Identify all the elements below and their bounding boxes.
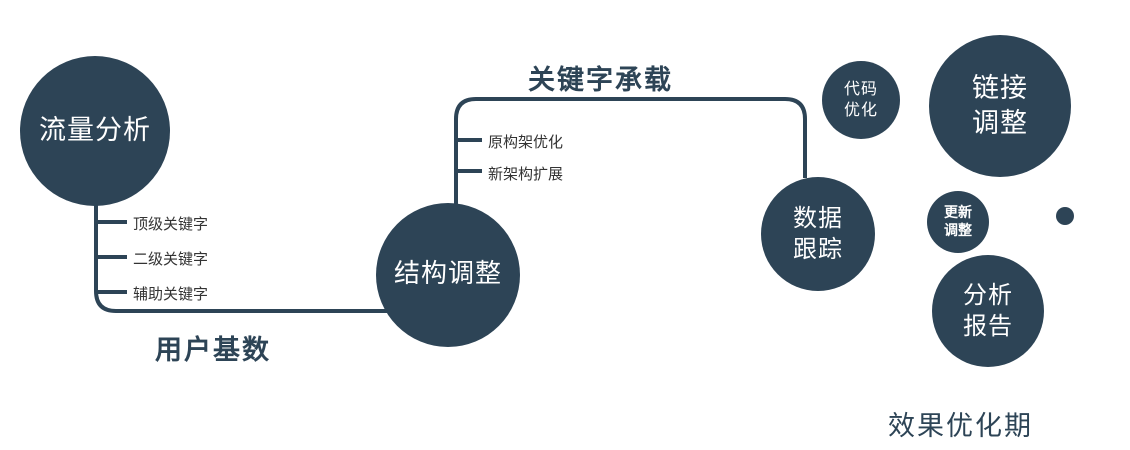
- branch-label-auxiliary-keywords: 辅助关键字: [133, 285, 209, 303]
- node-code-optimization: 代码 优化: [822, 61, 900, 139]
- node-link-adjustment: 链接 调整: [929, 35, 1071, 177]
- edge-label-user-base: 用户基数: [155, 335, 271, 366]
- node-analysis-report-line1: 分析: [963, 280, 1013, 309]
- node-update-adjustment-line1: 更新: [944, 204, 972, 221]
- small-dot-marker: [1056, 207, 1074, 225]
- node-update-adjustment-line2: 调整: [944, 223, 972, 239]
- node-analysis-report: 分析 报告: [932, 255, 1044, 367]
- node-update-adjustment: 更新 调整: [927, 191, 989, 253]
- node-data-tracking-line1: 数据: [793, 203, 843, 232]
- node-data-tracking-line2: 跟踪: [793, 235, 843, 263]
- node-structure-adjustment: 结构调整: [376, 203, 520, 347]
- node-analysis-report-line2: 报告: [963, 312, 1013, 340]
- footer-label-effect-optimization: 效果优化期: [888, 411, 1033, 442]
- branch-label-second-keywords: 二级关键字: [133, 250, 209, 268]
- edge-label-keyword-bearing: 关键字承载: [528, 65, 673, 96]
- node-link-adjustment-line2: 调整: [972, 108, 1028, 139]
- node-traffic-analysis: 流量分析: [20, 56, 170, 206]
- node-data-tracking: 数据 跟踪: [761, 177, 875, 291]
- branch-label-original-framework: 原构架优化: [488, 133, 564, 151]
- node-code-optimization-line2: 优化: [843, 100, 878, 119]
- node-link-adjustment-line1: 链接: [972, 72, 1028, 104]
- node-code-optimization-line1: 代码: [843, 79, 878, 99]
- branch-label-new-framework: 新架构扩展: [488, 165, 564, 183]
- node-structure-adjustment-label: 结构调整: [393, 259, 502, 290]
- branch-label-top-keywords: 顶级关键字: [133, 215, 209, 233]
- connector-structure-to-data: [454, 97, 807, 206]
- node-traffic-analysis-label: 流量分析: [39, 115, 151, 147]
